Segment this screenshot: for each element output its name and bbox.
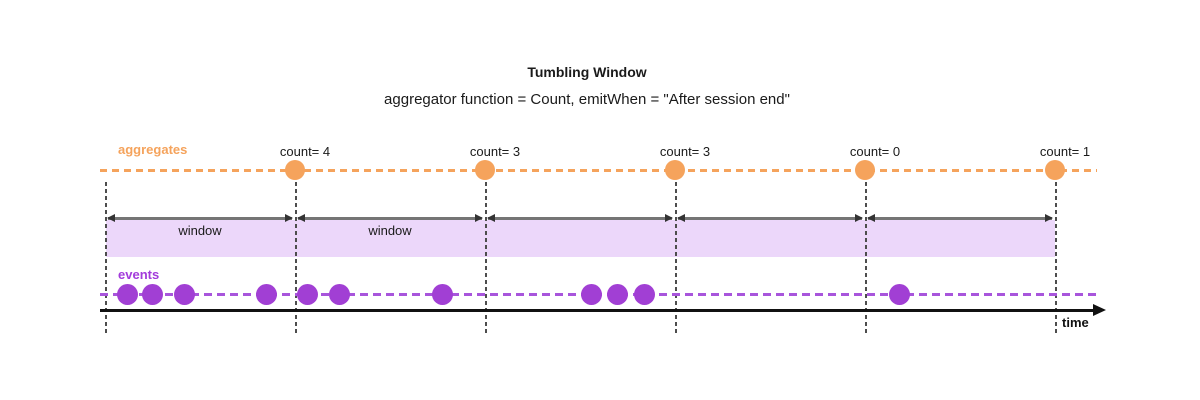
aggregate-dot [285,160,305,180]
aggregate-count-label: count= 0 [849,144,901,159]
window-band [106,220,1055,257]
diagram-title: Tumbling Window [527,64,647,80]
time-label: time [1062,315,1089,330]
window-boundary-line [105,182,107,335]
time-axis [100,309,1094,312]
window-label: window [178,223,222,238]
event-dot [117,284,138,305]
aggregate-count-label: count= 1 [1039,144,1091,159]
aggregates-label: aggregates [118,142,188,157]
aggregate-dot [665,160,685,180]
window-arrow-left-head-icon [107,214,115,222]
window-boundary-line [865,182,867,335]
time-axis-arrowhead-icon [1093,304,1106,316]
window-boundary-line [485,182,487,335]
window-boundary-line [1055,182,1057,335]
window-arrow-right-head-icon [285,214,293,222]
window-arrow [488,217,672,220]
window-arrow [868,217,1052,220]
aggregate-count-label: count= 3 [659,144,711,159]
window-arrow-left-head-icon [487,214,495,222]
window-boundary-line [675,182,677,335]
event-dot [634,284,655,305]
event-dot [174,284,195,305]
window-boundary-line [295,182,297,335]
diagram-subtitle: aggregator function = Count, emitWhen = … [384,91,790,108]
aggregates-timeline [100,169,1097,172]
events-label: events [118,267,160,282]
aggregate-dot [1045,160,1065,180]
window-label: window [368,223,412,238]
window-arrow-right-head-icon [665,214,673,222]
window-arrow-left-head-icon [867,214,875,222]
window-arrow-right-head-icon [475,214,483,222]
event-dot [142,284,163,305]
event-dot [432,284,453,305]
window-arrow-left-head-icon [297,214,305,222]
window-arrow-right-head-icon [1045,214,1053,222]
window-arrow-right-head-icon [855,214,863,222]
aggregate-dot [475,160,495,180]
window-arrow [298,217,482,220]
window-arrow-left-head-icon [677,214,685,222]
event-dot [256,284,277,305]
window-arrow [678,217,862,220]
event-dot [581,284,602,305]
event-dot [607,284,628,305]
aggregate-count-label: count= 3 [469,144,521,159]
aggregate-dot [855,160,875,180]
window-arrow [108,217,292,220]
event-dot [329,284,350,305]
event-dot [889,284,910,305]
aggregate-count-label: count= 4 [279,144,331,159]
event-dot [297,284,318,305]
